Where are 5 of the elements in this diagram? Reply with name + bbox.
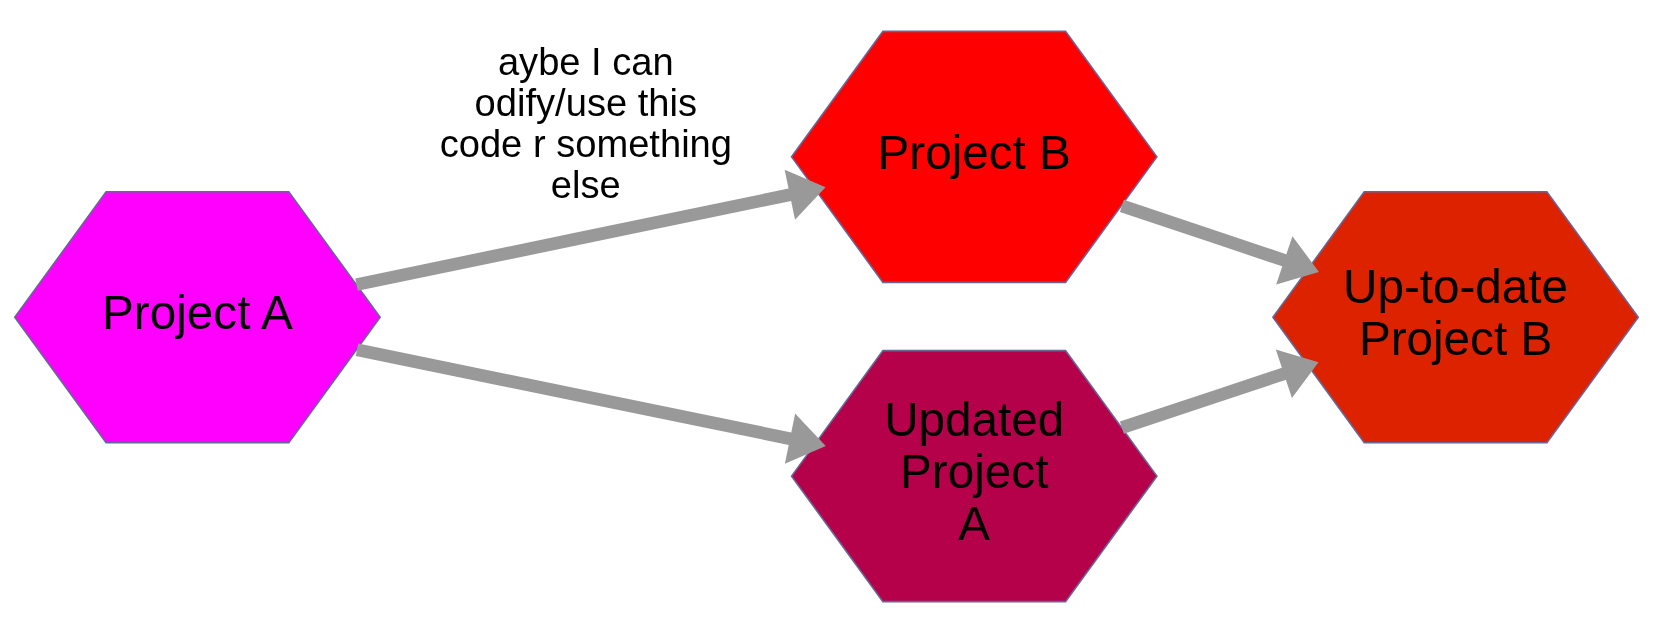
edge-label: aybe I can odify/use this code r something else	[439, 39, 733, 206]
arrow	[1119, 199, 1319, 285]
arrow	[355, 343, 826, 464]
arrow	[1119, 349, 1319, 434]
arrow	[355, 169, 826, 291]
